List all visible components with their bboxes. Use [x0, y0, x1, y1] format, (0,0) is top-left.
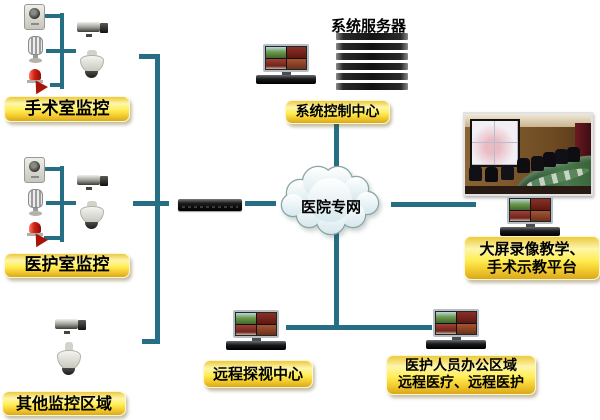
label-remote-visit-center: 远程探视中心	[203, 360, 313, 388]
label-other-areas: 其他监控区域	[2, 391, 126, 416]
connector-line	[334, 122, 339, 168]
workstation-icon	[226, 310, 286, 351]
label-operating-room: 手术室监控	[4, 96, 130, 122]
box-camera-icon	[77, 20, 108, 37]
microphone-icon	[27, 36, 44, 64]
cloud-icon: 医院专网	[279, 161, 383, 239]
connector-line	[245, 201, 276, 206]
monitor-icon	[433, 309, 479, 337]
alarm-beacon-icon	[26, 69, 49, 98]
connector-line	[42, 167, 62, 171]
label-teaching-platform: 大屏录像教学、 手术示教平台	[464, 236, 600, 280]
cube-camera-icon	[24, 157, 45, 183]
camera-lens	[100, 176, 108, 186]
camera-lens	[100, 23, 108, 33]
camera-slot	[30, 176, 39, 178]
dome-camera-icon	[57, 342, 81, 382]
network-switch-icon	[178, 199, 242, 211]
cube-camera-icon	[24, 4, 45, 30]
label-control-center: 系统控制中心	[285, 100, 390, 124]
monitor-icon	[233, 310, 279, 338]
trunk-line	[155, 54, 160, 344]
connector-line	[50, 83, 62, 87]
microphone-icon	[27, 189, 44, 217]
photo-video-wall	[470, 119, 520, 167]
computer-base-icon	[500, 227, 560, 236]
conference-room-photo	[463, 112, 593, 196]
photo-chairs	[517, 158, 530, 173]
alarm-beacon-icon	[26, 222, 49, 251]
server-stack-icon	[336, 33, 408, 93]
workstation-icon	[426, 309, 486, 350]
photo-floor	[465, 186, 591, 194]
connector-line	[334, 232, 339, 329]
label-staff-office-area: 医护人员办公区域 远程医疗、远程医护	[386, 355, 536, 395]
connector-line	[42, 14, 62, 18]
connector-line	[46, 49, 76, 53]
monitor-icon	[263, 44, 309, 72]
camera-lens	[78, 320, 86, 330]
cloud-network-label: 医院专网	[300, 197, 361, 216]
connector-line	[44, 236, 62, 240]
connector-line	[142, 339, 157, 344]
computer-base-icon	[426, 340, 486, 349]
connector-line	[286, 325, 432, 330]
camera-lens	[29, 8, 40, 19]
dome-camera-icon	[80, 201, 104, 234]
connector-line	[139, 54, 157, 59]
camera-lens	[29, 161, 40, 172]
box-camera-icon	[55, 317, 86, 334]
label-nursing-room: 医护室监控	[4, 253, 130, 278]
dome-camera-icon	[80, 50, 104, 83]
server-stack-title: 系统服务器	[331, 17, 407, 35]
camera-slot	[30, 23, 39, 25]
monitor-icon	[507, 196, 553, 224]
connector-line	[391, 202, 476, 207]
computer-base-icon	[226, 341, 286, 350]
computer-base-icon	[256, 75, 316, 84]
connector-line	[46, 201, 76, 205]
workstation-icon	[500, 196, 560, 237]
box-camera-icon	[77, 173, 108, 190]
workstation-icon	[256, 44, 316, 85]
connector-line	[133, 201, 169, 206]
